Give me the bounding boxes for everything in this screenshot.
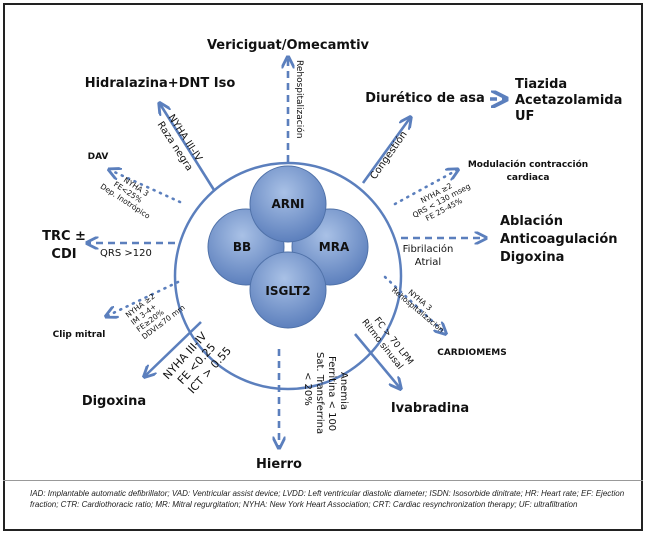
- figure-frame: [3, 3, 643, 531]
- target-ablacion: Ablación: [500, 214, 563, 229]
- condition-hierro-2: Ferritina < 100: [326, 356, 337, 431]
- target-dav: DAV: [88, 152, 109, 162]
- target-trc-1: TRC ±: [42, 229, 86, 244]
- condition-diuretico: Congestión: [368, 129, 410, 182]
- target-ccm-1: Modulación contracción: [468, 159, 588, 170]
- target-ccm-2: cardiaca: [507, 173, 550, 183]
- condition-fa-1: Fibrilación: [403, 243, 454, 255]
- target-hierro: Hierro: [256, 457, 302, 472]
- circle-isglt2: [249, 251, 327, 329]
- condition-hierro-1: Anemia: [338, 372, 349, 410]
- footnote-divider: [3, 480, 643, 481]
- arrow-diuretico: [361, 118, 410, 184]
- treatment-diagram: ARNI BB MRA ISGLT2 Vericiguat/Omecamtiv …: [42, 38, 622, 472]
- label-arni: ARNI: [271, 197, 304, 211]
- arrow-ccm: [393, 170, 457, 206]
- target-diuretico: Diurético de asa: [365, 91, 485, 106]
- label-bb: BB: [233, 240, 251, 254]
- target-anticoagulacion: Anticoagulación: [500, 232, 618, 247]
- footnote-abbreviations: IAD: Implantable automatic defibrillator…: [30, 489, 625, 509]
- arrow-digoxina: [145, 321, 202, 376]
- condition-trc: QRS >120: [100, 248, 152, 259]
- target-vericiguat: Vericiguat/Omecamtiv: [207, 38, 370, 53]
- target-digoxina-left: Digoxina: [82, 394, 146, 409]
- label-isglt2: ISGLT2: [265, 284, 310, 298]
- condition-fa-2: Atrial: [415, 257, 441, 268]
- center-cluster: ARNI BB MRA ISGLT2: [207, 165, 369, 329]
- target-trc-2: CDI: [51, 247, 76, 262]
- escalation-uf: UF: [515, 109, 534, 124]
- target-clip: Clip mitral: [53, 330, 106, 340]
- condition-vericiguat: Rehospitalización: [294, 60, 305, 138]
- target-hidralazina: Hidralazina+DNT Iso: [85, 76, 236, 91]
- circle-arni: [249, 165, 327, 243]
- condition-hierro-3: Sat. Transferrina: [314, 352, 325, 434]
- condition-hierro-4: < 20%: [302, 372, 313, 406]
- label-mra: MRA: [319, 240, 350, 254]
- arrow-dav: [110, 170, 182, 204]
- target-ivabradina: Ivabradina: [391, 401, 469, 416]
- escalation-acetazolamida: Acetazolamida: [515, 93, 622, 108]
- escalation-tiazida: Tiazida: [515, 77, 567, 92]
- target-cardiomems: CARDIOMEMS: [437, 348, 507, 358]
- arrow-clip: [107, 280, 180, 316]
- target-digoxina-right: Digoxina: [500, 250, 564, 265]
- arrow-ivabradina: [354, 333, 400, 388]
- arrow-hidralazina: [160, 104, 216, 191]
- arrow-cardiomems: [383, 275, 445, 333]
